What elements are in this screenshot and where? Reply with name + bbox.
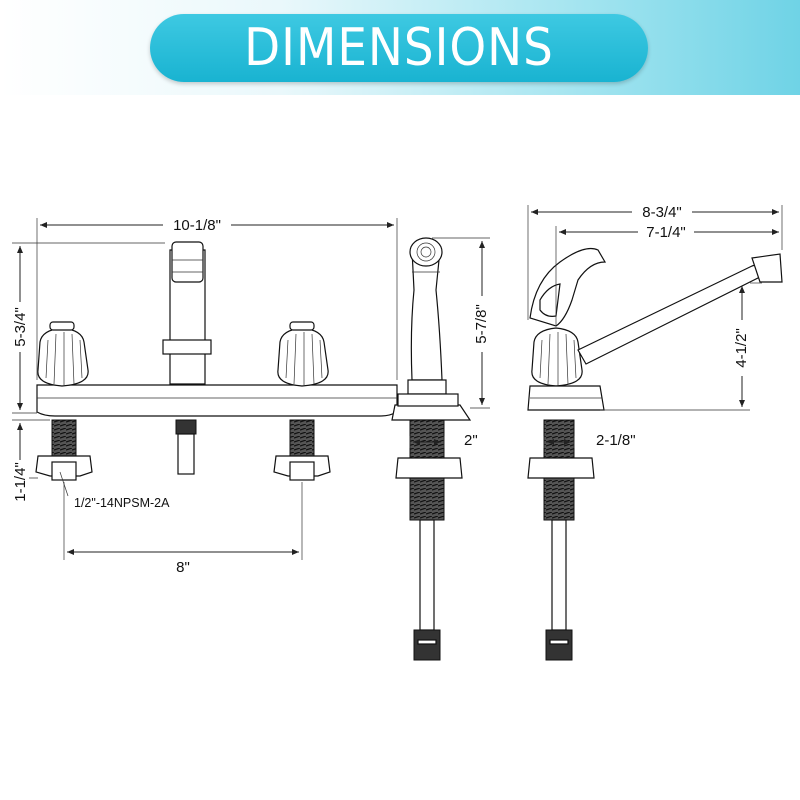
profile-nut xyxy=(527,457,595,479)
profile-sprayer xyxy=(529,247,607,327)
profile-view: 8-3/4" 7-1/4" 4-1/2" 2-1/8" xyxy=(527,203,783,661)
front-spread-label: 8" xyxy=(176,559,190,576)
profile-overall-reach-label: 8-3/4" xyxy=(642,204,682,221)
side-supply-fitting xyxy=(413,629,441,661)
side-height-label: 5-7/8" xyxy=(473,304,490,344)
side-supply-tube xyxy=(419,519,435,631)
profile-supply-tube xyxy=(551,519,567,631)
front-view: 10-1/8" 5-3/4" 1-1/4" 1/2"-14NPSM-2A 8" xyxy=(11,216,398,576)
side-depth-label: 2" xyxy=(464,432,478,449)
front-base-plate xyxy=(36,384,398,417)
dimension-drawing: 10-1/8" 5-3/4" 1-1/4" 1/2"-14NPSM-2A 8" xyxy=(11,203,783,661)
thread-spec-label: 1/2"-14NPSM-2A xyxy=(74,496,170,510)
profile-depth-label: 2-1/8" xyxy=(596,432,636,449)
page-title: DIMENSIONS xyxy=(244,18,554,78)
front-width-label: 10-1/8" xyxy=(173,217,221,234)
front-shank-label: 1-1/4" xyxy=(12,462,29,502)
profile-supply-fitting xyxy=(545,629,573,661)
profile-spout-tip xyxy=(751,253,783,283)
front-hose-connector xyxy=(175,419,197,435)
front-height-label: 5-3/4" xyxy=(12,307,29,347)
side-nut xyxy=(395,457,463,479)
profile-spout-reach-label: 7-1/4" xyxy=(646,224,686,241)
front-right-handle xyxy=(277,321,329,387)
profile-clearance-label: 4-1/2" xyxy=(733,328,750,368)
title-pill xyxy=(150,14,648,82)
front-left-shank xyxy=(51,419,77,459)
front-spout xyxy=(162,241,212,385)
front-left-handle xyxy=(37,321,89,387)
front-right-shank xyxy=(289,419,315,459)
side-view: 5-7/8" 2" xyxy=(391,237,490,661)
side-base xyxy=(391,404,472,421)
profile-handle xyxy=(531,327,583,387)
sprayer-head xyxy=(409,237,443,267)
